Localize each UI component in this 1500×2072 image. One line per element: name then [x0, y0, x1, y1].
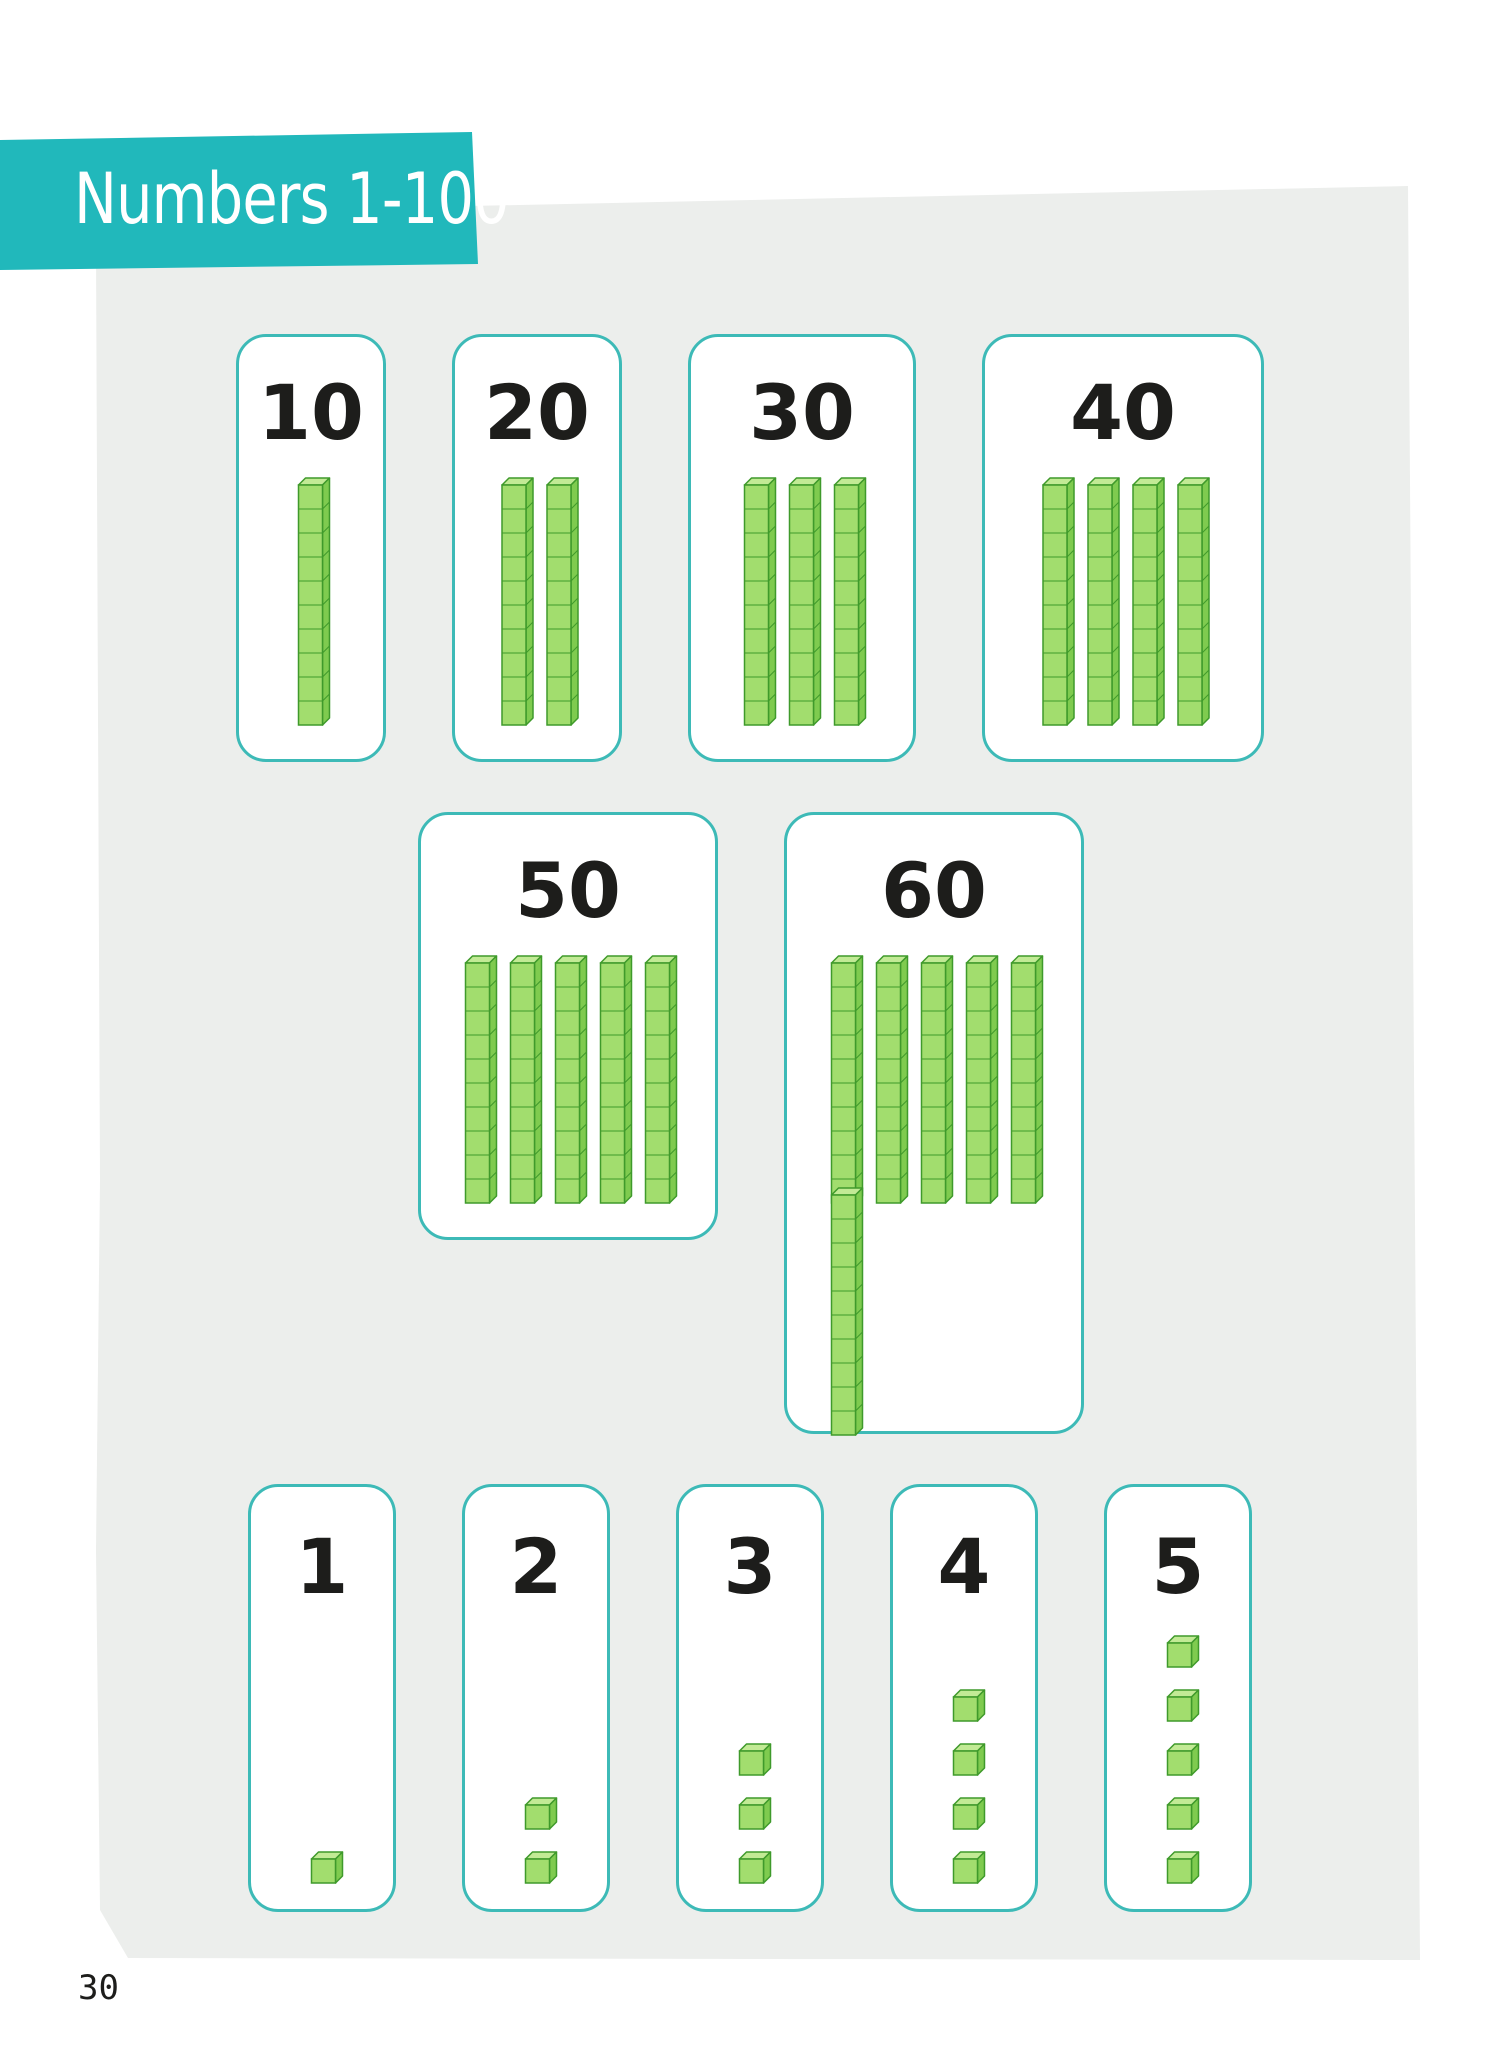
card-number-label: 4	[937, 1522, 991, 1611]
card-number-label: 10	[258, 368, 364, 457]
ten-rods-10	[297, 477, 331, 726]
ten-rod	[464, 955, 498, 1204]
ten-rod	[743, 477, 777, 726]
unit-cubes-1	[310, 1851, 344, 1884]
card-number-label: 40	[1070, 368, 1176, 457]
ten-rod	[875, 955, 909, 1204]
card-number-label: 30	[749, 368, 855, 457]
unit-cube	[952, 1743, 986, 1776]
ten-rod	[599, 955, 633, 1204]
ten-rods-50	[464, 955, 678, 1204]
ten-rod	[830, 955, 864, 1204]
number-card-4: 4	[890, 1484, 1038, 1912]
unit-cube	[1166, 1635, 1200, 1668]
unit-cube	[738, 1743, 772, 1776]
unit-cube	[1166, 1851, 1200, 1884]
ten-rod	[1177, 477, 1210, 726]
number-card-30: 30	[688, 334, 916, 762]
ten-rod	[1087, 477, 1120, 726]
ten-rod	[501, 477, 534, 726]
unit-cube	[524, 1851, 558, 1884]
card-number-label: 20	[484, 368, 590, 457]
ten-rods-20	[501, 477, 579, 726]
ten-rod	[1132, 477, 1165, 726]
ten-rod	[644, 955, 678, 1204]
ten-rod	[965, 955, 999, 1204]
number-card-60: 60	[784, 812, 1084, 1436]
unit-cubes-3	[738, 1743, 772, 1884]
unit-cube	[738, 1797, 772, 1830]
unit-cube	[1166, 1797, 1200, 1830]
unit-cube	[1166, 1689, 1200, 1722]
unit-cube	[524, 1797, 558, 1830]
page-title: Numbers 1-100	[74, 158, 510, 240]
unit-cubes-2	[524, 1797, 558, 1884]
unit-cube	[310, 1851, 344, 1884]
card-number-label: 5	[1151, 1522, 1205, 1611]
card-number-label: 50	[515, 846, 621, 935]
ten-rod	[830, 1187, 864, 1436]
unit-cube	[738, 1851, 772, 1884]
unit-cube	[952, 1797, 986, 1830]
number-card-40: 40	[982, 334, 1264, 762]
ten-rod	[1010, 955, 1044, 1204]
number-card-20: 20	[452, 334, 622, 762]
ten-rods-60	[830, 955, 1044, 1436]
ten-rods-40	[1042, 477, 1210, 726]
ten-rod	[509, 955, 543, 1204]
ten-rod	[920, 955, 954, 1204]
number-card-5: 5	[1104, 1484, 1252, 1912]
unit-cubes-5	[1166, 1635, 1200, 1884]
unit-cubes-4	[952, 1689, 986, 1884]
page-number: 30	[78, 1968, 119, 2008]
unit-cube	[1166, 1743, 1200, 1776]
ten-rod	[297, 477, 331, 726]
number-card-50: 50	[418, 812, 718, 1240]
ten-rod	[1042, 477, 1075, 726]
number-card-1: 1	[248, 1484, 396, 1912]
number-card-10: 10	[236, 334, 386, 762]
ten-rod	[554, 955, 588, 1204]
unit-cube	[952, 1851, 986, 1884]
card-number-label: 1	[295, 1522, 349, 1611]
card-number-label: 2	[509, 1522, 563, 1611]
unit-cube	[952, 1689, 986, 1722]
ten-rod	[788, 477, 822, 726]
number-card-2: 2	[462, 1484, 610, 1912]
card-number-label: 3	[723, 1522, 777, 1611]
ten-rod	[833, 477, 867, 726]
ten-rods-30	[743, 477, 867, 726]
number-card-3: 3	[676, 1484, 824, 1912]
card-number-label: 60	[881, 846, 987, 935]
ten-rod	[546, 477, 579, 726]
